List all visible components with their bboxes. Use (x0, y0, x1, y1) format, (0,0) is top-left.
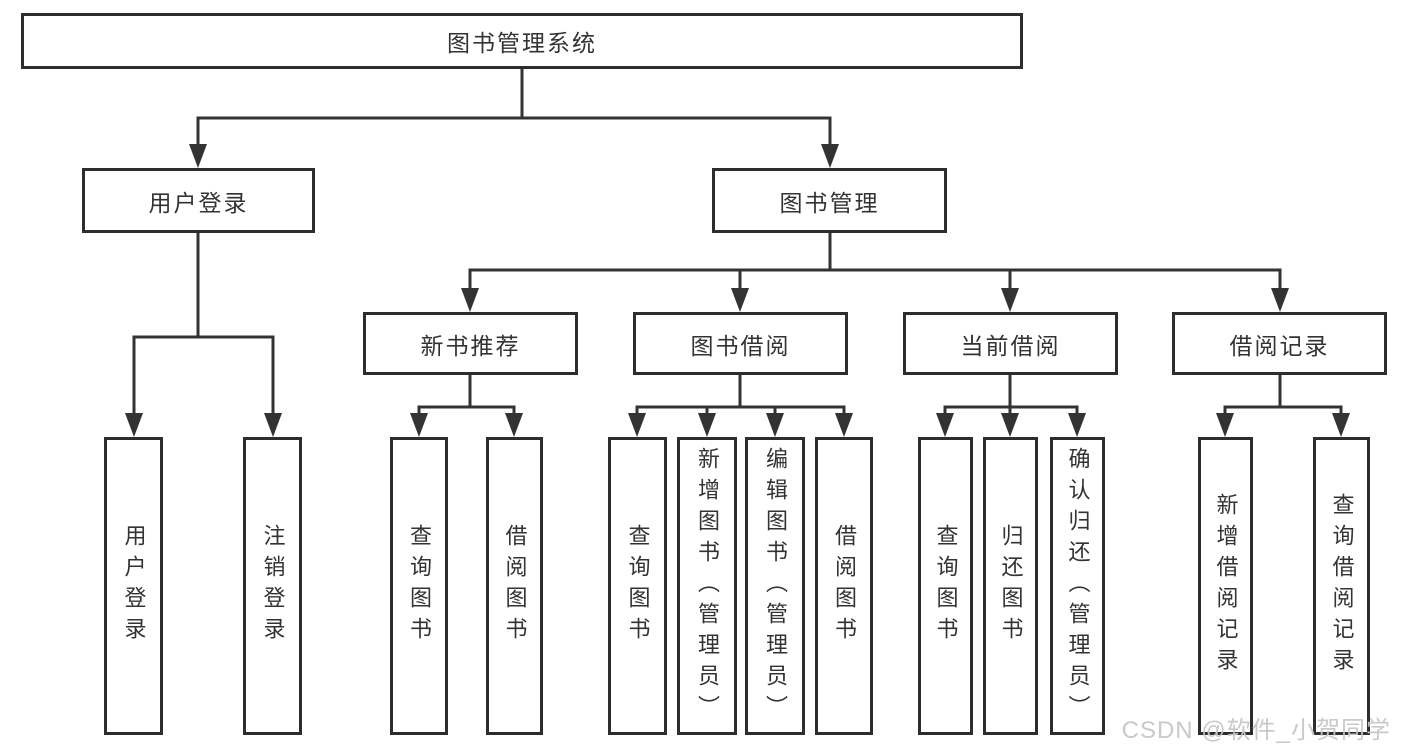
arrowhead (835, 413, 853, 437)
leaf-newbook-query-books: 查询图书 (390, 437, 448, 735)
leaf-current-return-books: 归还图书 (983, 437, 1038, 735)
leaf-borrow-edit-books-admin: 编辑图书（管理员） (745, 437, 805, 735)
node-book-management: 图书管理 (712, 168, 947, 233)
arrowhead (766, 413, 784, 437)
node-current-borrowing: 当前借阅 (903, 312, 1118, 375)
leaf-user-login: 用户登录 (104, 437, 163, 735)
node-book-borrowing: 图书借阅 (633, 312, 848, 375)
arrowhead (1216, 413, 1234, 437)
leaf-records-add-record: 新增借阅记录 (1198, 437, 1253, 735)
arrowhead (1271, 288, 1289, 312)
arrowhead (698, 413, 716, 437)
node-new-book-recommend: 新书推荐 (363, 312, 578, 375)
arrowhead (1068, 413, 1086, 437)
leaf-borrow-query-books: 查询图书 (608, 437, 667, 735)
leaf-records-query-record: 查询借阅记录 (1313, 437, 1370, 735)
node-borrow-records: 借阅记录 (1172, 312, 1387, 375)
arrowhead (125, 413, 143, 437)
node-user-login: 用户登录 (82, 168, 315, 233)
leaf-borrow-add-books-admin: 新增图书（管理员） (677, 437, 737, 735)
arrowhead (936, 413, 954, 437)
arrowhead (189, 144, 207, 168)
arrowhead (1001, 288, 1019, 312)
arrowhead (1332, 413, 1350, 437)
arrowhead (628, 413, 646, 437)
arrowhead (821, 144, 839, 168)
leaf-borrow-borrow-books: 借阅图书 (815, 437, 873, 735)
leaf-current-query-books: 查询图书 (918, 437, 973, 735)
arrowhead (461, 288, 479, 312)
arrowhead (264, 413, 282, 437)
arrowhead (410, 413, 428, 437)
arrowhead (731, 288, 749, 312)
leaf-newbook-borrow-books: 借阅图书 (486, 437, 543, 735)
node-root: 图书管理系统 (21, 13, 1023, 69)
leaf-logout: 注销登录 (243, 437, 302, 735)
arrowhead (1001, 413, 1019, 437)
leaf-current-confirm-return-admin: 确认归还（管理员） (1050, 437, 1105, 735)
arrowhead (505, 413, 523, 437)
